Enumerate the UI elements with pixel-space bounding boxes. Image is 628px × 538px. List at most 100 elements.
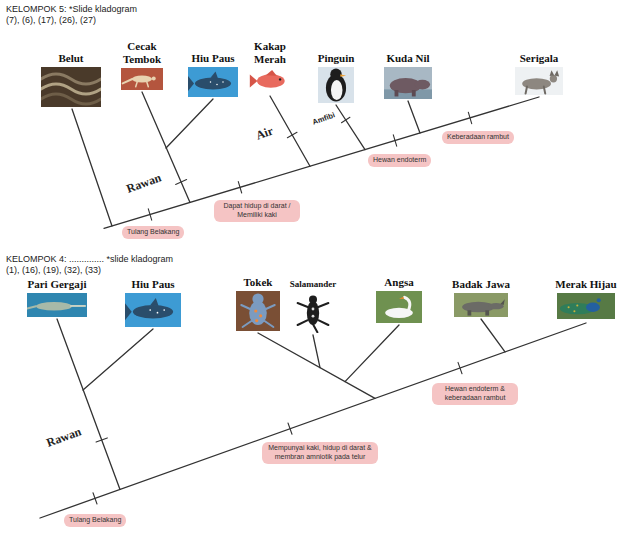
photo-part: [312, 315, 315, 318]
photo-part: [550, 75, 557, 82]
trait-tick: [176, 180, 187, 185]
photo-part: [279, 78, 281, 80]
photo-part: [150, 298, 158, 306]
trait-label: Air: [254, 123, 275, 143]
photo-part: [41, 84, 101, 94]
photo-part: [318, 320, 328, 325]
photo-part: [399, 297, 404, 299]
photo-part: [27, 306, 36, 308]
photo-part: [41, 74, 101, 84]
trait-label: Rawan: [125, 170, 164, 196]
photo-part: [318, 67, 354, 103]
branch-line: [166, 99, 213, 148]
taxon-name: Kakap Merah: [247, 40, 293, 66]
animal-photo: [27, 293, 87, 317]
photo-part: [554, 70, 559, 76]
group-heading: KELOMPOK 4: .............. *slide kladog…: [6, 254, 173, 264]
animal-photo: [454, 293, 508, 317]
photo-part: [415, 80, 430, 90]
taxon-node: Pinguin: [318, 52, 355, 103]
trait-box: Tulang Belakang: [122, 226, 184, 239]
photo-part: [257, 74, 285, 88]
photo-part: [255, 319, 258, 322]
photo-part: [573, 310, 575, 312]
animal-photo: [291, 293, 335, 333]
photo-part: [136, 80, 138, 87]
photo-part: [41, 67, 101, 107]
taxon-name: Pinguin: [318, 52, 355, 65]
group-heading: KELOMPOK 5: *Slide kladogram: [6, 4, 137, 14]
trait-label: Rawan: [45, 424, 84, 450]
photo-part: [36, 302, 72, 311]
animal-photo: [318, 67, 354, 103]
member-numbers: (1), (16), (19), (32), (33): [6, 265, 101, 275]
photo-part: [216, 84, 218, 86]
photo-part: [266, 70, 277, 76]
photo-part: [331, 80, 343, 100]
trait-box: Dapat hidup di darat / Memiliki kaki: [214, 200, 300, 222]
photo-part: [307, 301, 319, 325]
photo-part: [250, 75, 258, 88]
animal-photo: [236, 291, 280, 331]
trait-label: Hewan endoterm & keberadaan rambut: [437, 385, 513, 403]
taxon-name: Merak Hijau: [555, 278, 616, 291]
trait-box: Tulang Belakang: [64, 514, 126, 527]
photo-part: [123, 79, 133, 83]
trait-tick: [238, 182, 241, 193]
photo-part: [157, 312, 159, 314]
photo-part: [41, 94, 101, 104]
trait-tick: [342, 117, 350, 122]
taxon-name: Salamander: [290, 278, 337, 291]
taxon-name: Angsa: [376, 276, 422, 289]
taxon-node: Hiu Paus: [125, 278, 181, 327]
taxon-name: Serigala: [515, 52, 563, 65]
photo-part: [252, 293, 263, 304]
animal-photo: [384, 67, 432, 99]
photo-part: [312, 308, 315, 311]
photo-part: [395, 90, 399, 96]
photo-part: [500, 299, 504, 305]
photo-part: [236, 291, 280, 331]
taxon-name: Tokek: [236, 276, 280, 289]
photo-part: [298, 320, 308, 325]
branch-line: [258, 333, 375, 398]
photo-part: [384, 67, 432, 99]
trait-tick: [288, 423, 292, 434]
branch-line: [408, 101, 420, 133]
photo-part: [340, 74, 346, 77]
trait-box: Hewan endoterm: [368, 154, 431, 167]
photo-part: [188, 76, 194, 91]
trait-label: Amfibi: [311, 110, 336, 126]
taxon-node: Pari Gergaji: [27, 278, 87, 317]
branch-line: [345, 325, 399, 382]
animal-photo: [125, 293, 181, 327]
branch-line: [336, 105, 365, 150]
photo-part: [132, 75, 152, 82]
photo-part: [188, 67, 238, 97]
taxon-node: Tokek: [236, 276, 280, 331]
photo-part: [133, 305, 173, 319]
photo-part: [152, 77, 156, 81]
main-axis: [104, 97, 539, 228]
taxon-node: Serigala: [515, 52, 563, 95]
taxon-node: Badak Jawa: [452, 278, 510, 317]
photo-part: [454, 293, 508, 317]
trait-label: Mempunyai kaki, hidup di darat & membran…: [267, 444, 373, 462]
animal-photo: [121, 68, 163, 90]
photo-part: [597, 298, 601, 302]
trait-tick: [393, 135, 396, 146]
photo-part: [210, 81, 212, 83]
trait-label: Tulang Belakang: [69, 516, 121, 525]
trait-tick: [287, 132, 297, 137]
photo-part: [249, 68, 291, 94]
photo-part: [259, 314, 262, 317]
photo-part: [412, 90, 416, 96]
branch-line: [313, 335, 320, 368]
trait-box: Mempunyai kaki, hidup di darat & membran…: [262, 442, 378, 464]
animal-photo: [557, 293, 615, 319]
photo-part: [405, 297, 410, 310]
photo-part: [121, 68, 163, 90]
taxon-name: Hiu Paus: [188, 52, 238, 65]
trait-tick: [458, 362, 462, 373]
trait-label: Dapat hidup di darat / Memiliki kaki: [219, 202, 295, 220]
